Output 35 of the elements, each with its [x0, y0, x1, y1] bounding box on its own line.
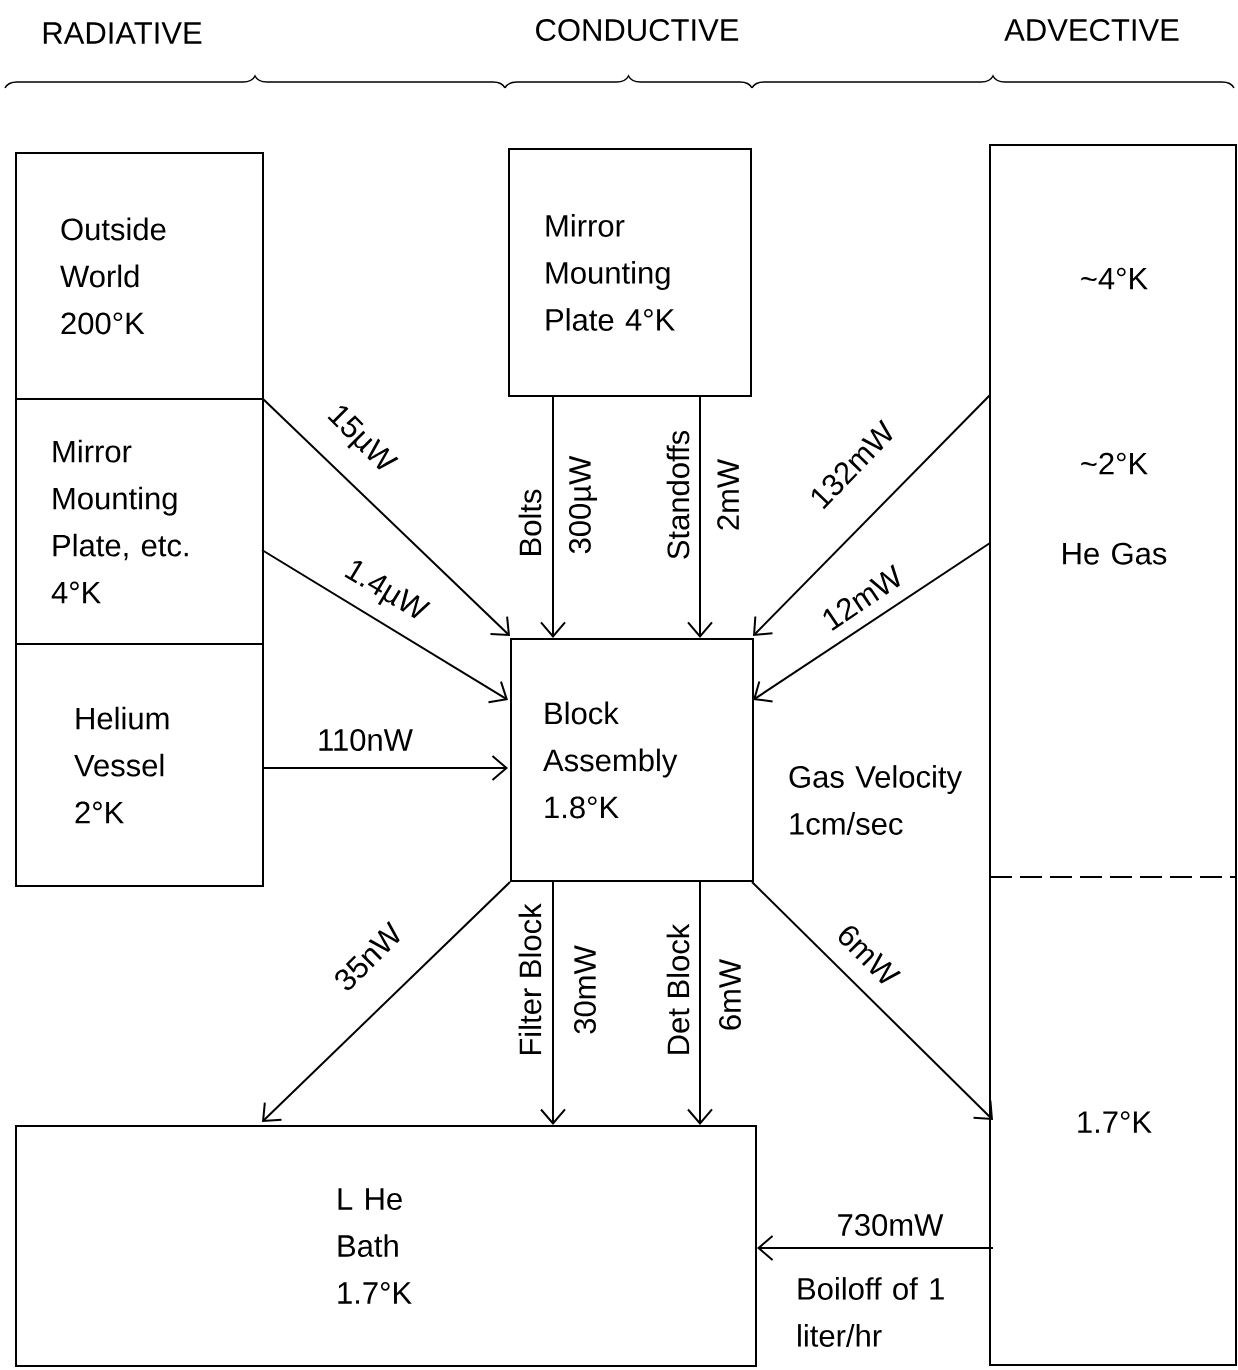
edge-label: 110nW: [315, 727, 415, 753]
edge-label: 2mW: [715, 456, 741, 534]
note: Boiloff of 1 liter/hr: [798, 1277, 944, 1347]
arrow: [687, 879, 713, 1125]
conductor-label: Det Block: [664, 921, 692, 1059]
note: Gas Velocity 1cm/sec: [789, 765, 962, 835]
arrow: [540, 879, 566, 1125]
arrow: [262, 881, 511, 1122]
component-box: Mirror Mounting Plate, etc. 4°K: [15, 398, 264, 645]
heading: RADIATIVE: [43, 22, 202, 44]
component-box: Outside World 200°K: [15, 152, 264, 400]
conductor-label: Filter Block: [516, 901, 544, 1059]
edge-label: 30mW: [572, 943, 598, 1037]
arrow: [261, 549, 508, 704]
conductor-label: Standoffs: [664, 427, 692, 563]
arrow: [751, 881, 993, 1120]
arrow: [753, 542, 991, 703]
column-section: 1.7°K: [989, 876, 1237, 1366]
arrow: [753, 394, 991, 636]
arrow: [261, 397, 510, 636]
edge-label: 300µW: [566, 453, 600, 557]
conductor-label: Bolts: [516, 486, 544, 560]
component-box: Helium Vessel 2°K: [15, 643, 264, 887]
edge-label: 730mW: [834, 1212, 946, 1238]
heading: CONDUCTIVE: [536, 19, 739, 41]
arrow: [540, 394, 566, 638]
arrow: [757, 1235, 994, 1261]
arrow: [687, 394, 713, 638]
heading: ADVECTIVE: [1004, 19, 1179, 41]
component-box: Mirror Mounting Plate 4°K: [508, 148, 752, 397]
arrow: [261, 755, 508, 781]
edge-label: 6mW: [717, 956, 743, 1034]
component-box: Block Assembly 1.8°K: [510, 638, 754, 882]
component-box: L He Bath 1.7°K: [15, 1125, 757, 1367]
column-section: ~4°K ~2°K He Gas: [989, 144, 1237, 878]
